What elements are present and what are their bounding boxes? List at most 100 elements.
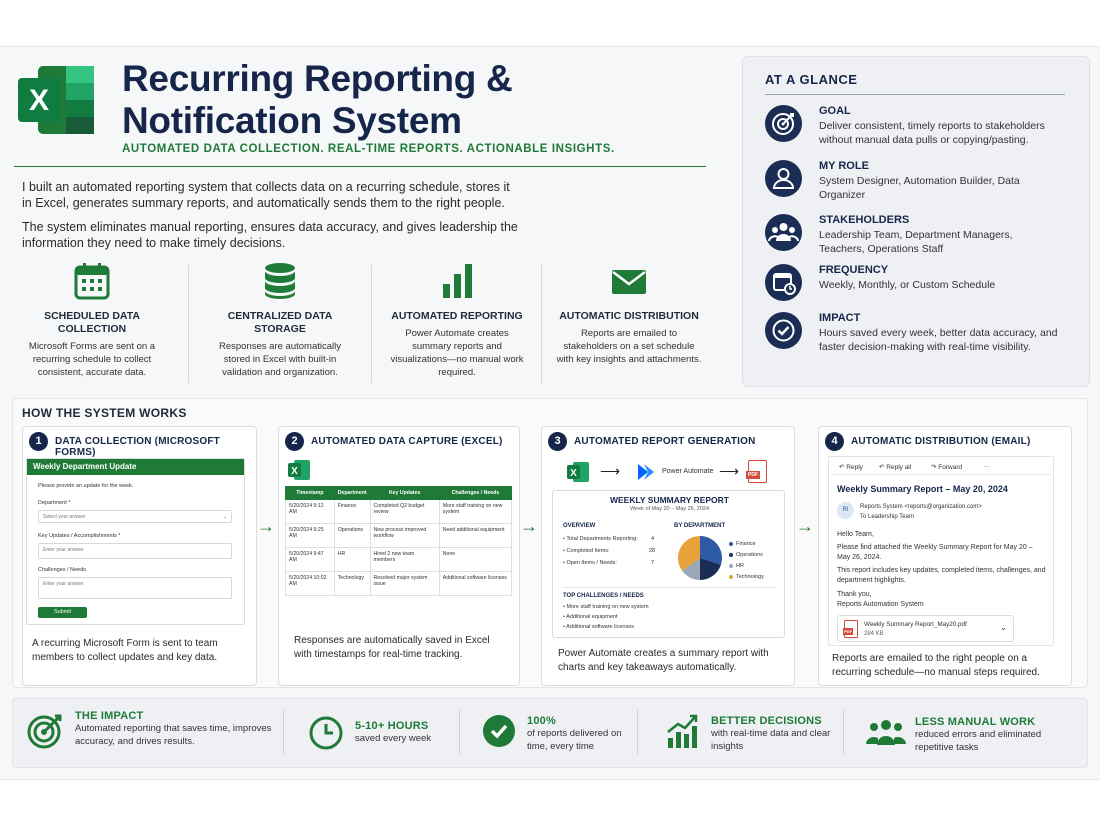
overview-value: 7 (651, 560, 655, 566)
impact-item: LESS MANUAL WORK reduced errors and elim… (915, 716, 1065, 754)
legend-label: Finance (736, 541, 756, 547)
feature-separator (541, 265, 542, 383)
check-circle-icon (765, 312, 802, 349)
database-icon (265, 263, 295, 299)
impact-separator (843, 710, 844, 754)
email-to: To Leadership Team (860, 514, 914, 520)
column-header: Challenges / Needs (438, 486, 513, 500)
legend-swatch (729, 563, 733, 568)
overview-label: • Total Departments Reporting: (563, 536, 638, 542)
legend-item: Operations (729, 550, 764, 561)
feature-centralized-storage: CENTRALIZED DATA STORAGE Responses are a… (208, 262, 352, 379)
arrow-right-icon: ⟶ (600, 463, 621, 479)
power-automate-icon (638, 464, 654, 480)
feature-title: SCHEDULED DATA COLLECTION (44, 310, 140, 335)
key-updates-input[interactable]: Enter your answer (38, 543, 232, 559)
glance-item-desc: Hours saved every week, better data accu… (819, 327, 1058, 353)
trend-chart-icon (667, 714, 698, 748)
legend-swatch (729, 574, 733, 579)
check-circle-icon (483, 715, 515, 747)
overview-heading: OVERVIEW (563, 523, 596, 529)
department-select[interactable]: Select your answer⌄ (38, 510, 232, 523)
excel-icon: X (288, 460, 310, 480)
submit-button[interactable]: Submit (38, 607, 87, 618)
intro-paragraph-2: The system eliminates manual reporting, … (22, 220, 518, 250)
impact-desc: Automated reporting that saves time, imp… (75, 723, 272, 747)
report-title: WEEKLY SUMMARY REPORT (609, 495, 730, 505)
envelope-icon (612, 270, 646, 294)
email-from: Reports System <reports@organization.com… (860, 504, 982, 510)
excel-icon: X (567, 462, 589, 482)
power-automate-label: Power Automate (662, 468, 714, 475)
pdf-icon: PDF (746, 460, 767, 483)
arrow-right-icon: → (520, 516, 538, 536)
department-heading: BY DEPARTMENT (674, 523, 726, 529)
how-it-works-heading: HOW THE SYSTEM WORKS (22, 406, 187, 420)
page-title: Recurring Reporting & Notification Syste… (122, 58, 513, 142)
excel-table: Timestamp Department Key Updates Challen… (285, 486, 513, 596)
at-a-glance-panel: AT A GLANCE GOAL Deliver consistent, tim… (742, 56, 1090, 387)
impact-item: 100% of reports delivered on time, every… (527, 715, 627, 753)
calendar-clock-icon (765, 264, 802, 301)
feature-title: CENTRALIZED DATA STORAGE (227, 310, 333, 335)
impact-desc: with real-time data and clear insights (711, 728, 831, 752)
legend-item: HR (729, 561, 764, 572)
legend-label: HR (736, 563, 744, 569)
step-title: AUTOMATIC DISTRIBUTION (EMAIL) (851, 436, 1031, 447)
svg-text:X: X (29, 84, 49, 117)
impact-desc: saved every week (355, 733, 432, 744)
arrow-right-icon: → (796, 516, 814, 536)
email-body: Reports Automation System (837, 601, 924, 608)
form-field-label: Department * (38, 500, 71, 506)
feature-desc: Reports are emailed to stakeholders on a… (556, 328, 702, 365)
avatar: RI (837, 502, 854, 519)
attachment[interactable]: PDF Weekly Summary Report_May20.pdf 284 … (837, 615, 1014, 642)
glance-item-desc: Deliver consistent, timely reports to st… (819, 120, 1045, 146)
impact-title: LESS MANUAL WORK (915, 716, 1036, 728)
reply-all-button[interactable]: ↶ Reply all (879, 464, 912, 471)
overview-label: • Completed Items: (563, 548, 610, 554)
summary-report: WEEKLY SUMMARY REPORT Week of May 20 – M… (552, 490, 785, 638)
chevron-down-icon: ⌄ (222, 514, 227, 520)
glance-item-desc: Leadership Team, Department Managers, Te… (819, 229, 1013, 255)
glance-divider (765, 94, 1065, 95)
form-header: Weekly Department Update (27, 459, 244, 475)
impact-item: THE IMPACT Automated reporting that save… (75, 710, 275, 748)
step-number: 3 (548, 432, 567, 451)
impact-item: 5-10+ HOURS saved every week (355, 720, 455, 745)
arrow-right-icon: → (257, 516, 275, 536)
step-number: 4 (825, 432, 844, 451)
legend-label: Operations (736, 552, 763, 558)
forward-button[interactable]: ↷ Forward (931, 464, 963, 471)
email-body: This report includes key updates, comple… (837, 567, 1046, 584)
challenges-input[interactable]: Enter your answer (38, 577, 232, 599)
reply-button[interactable]: ↶ Reply (839, 464, 863, 471)
legend-label: Technology (736, 574, 764, 580)
feature-title: AUTOMATED REPORTING (391, 310, 523, 322)
intro-paragraph-1: I built an automated reporting system th… (22, 180, 510, 210)
feature-desc: Microsoft Forms are sent on a recurring … (28, 341, 156, 378)
email-body: Please find attached the Weekly Summary … (837, 544, 1033, 561)
title-line-2: Notification System (122, 100, 462, 141)
pie-slice-hr (682, 558, 700, 580)
step-caption: Power Automate creates a summary report … (558, 648, 769, 673)
feature-title: AUTOMATIC DISTRIBUTION (559, 310, 699, 322)
group-icon (765, 214, 802, 251)
team-icon (866, 720, 906, 745)
impact-desc: of reports delivered on time, every time (527, 728, 622, 752)
chevron-down-icon[interactable]: ⌄ (1000, 623, 1007, 632)
form-intro: Please provide an update for the week. (38, 483, 134, 489)
svg-text:X: X (291, 466, 298, 477)
top-challenges-heading: TOP CHALLENGES / NEEDS (563, 593, 644, 599)
legend-item: Finance (729, 539, 764, 550)
pdf-icon: PDF (843, 620, 858, 638)
glance-item-title: FREQUENCY (819, 264, 889, 276)
glance-item-desc: Weekly, Monthly, or Custom Schedule (819, 279, 996, 291)
more-icon[interactable]: ··· (983, 463, 990, 470)
arrow-right-icon: ⟶ (719, 463, 740, 479)
bar-chart-icon (443, 264, 472, 298)
divider (833, 474, 1051, 475)
